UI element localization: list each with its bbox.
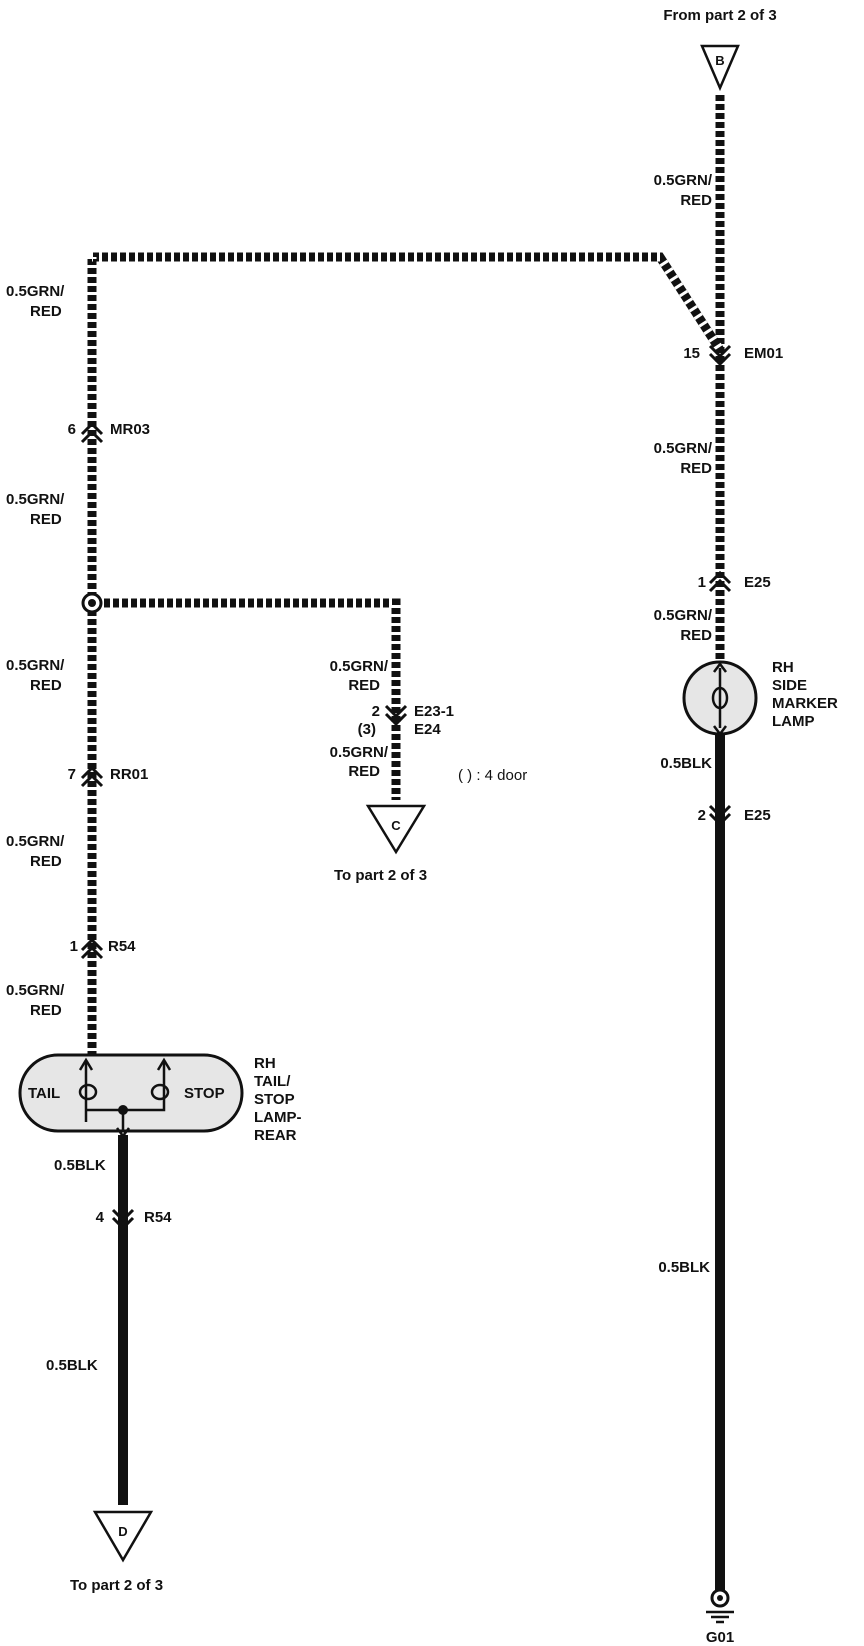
svg-text:RED: RED xyxy=(30,853,62,870)
svg-text:RH: RH xyxy=(254,1055,276,1072)
svg-text:0.5GRN/: 0.5GRN/ xyxy=(6,283,65,300)
svg-text:RED: RED xyxy=(680,627,712,644)
svg-text:STOP: STOP xyxy=(254,1091,295,1108)
ground-g01[interactable]: G01 xyxy=(706,1588,734,1646)
svg-text:(3): (3) xyxy=(358,721,376,738)
svg-text:R54: R54 xyxy=(108,938,136,955)
middle-branch-labels: 0.5GRN/ RED 2 E23-1 (3) E24 0.5GRN/ RED … xyxy=(330,658,528,784)
connector-c-ref[interactable]: C To part 2 of 3 xyxy=(334,804,427,884)
right-wire-labels: 0.5GRN/ RED 15 EM01 0.5GRN/ RED 1 E25 0.… xyxy=(654,172,784,1276)
svg-text:RED: RED xyxy=(348,677,380,694)
connector-b-ref[interactable]: B From part 2 of 3 xyxy=(663,7,777,92)
svg-text:0.5GRN/: 0.5GRN/ xyxy=(6,657,65,674)
svg-text:RED: RED xyxy=(680,192,712,209)
svg-text:2: 2 xyxy=(372,703,380,720)
svg-text:REAR: REAR xyxy=(254,1127,297,1144)
ground-icon xyxy=(706,1610,734,1624)
svg-text:0.5GRN/: 0.5GRN/ xyxy=(6,833,65,850)
svg-text:STOP: STOP xyxy=(184,1085,225,1102)
svg-text:RH: RH xyxy=(772,659,794,676)
from-part-label: From part 2 of 3 xyxy=(663,7,776,24)
connector-chevrons xyxy=(80,344,732,1231)
svg-text:R54: R54 xyxy=(144,1209,172,1226)
blk-wires xyxy=(118,735,725,1590)
svg-text:D: D xyxy=(118,1524,127,1539)
svg-text:G01: G01 xyxy=(706,1629,734,1646)
svg-text:LAMP: LAMP xyxy=(772,713,815,730)
svg-text:RED: RED xyxy=(680,460,712,477)
down-triangle-icon xyxy=(92,1510,154,1563)
svg-text:0.5BLK: 0.5BLK xyxy=(660,755,712,772)
svg-text:0.5GRN/: 0.5GRN/ xyxy=(654,172,713,189)
connector-b-letter: B xyxy=(715,53,724,68)
svg-text:1: 1 xyxy=(70,938,78,955)
svg-text:0.5GRN/: 0.5GRN/ xyxy=(654,440,713,457)
bulb-filament-icon xyxy=(150,1083,170,1101)
svg-text:0.5BLK: 0.5BLK xyxy=(54,1157,106,1174)
svg-text:C: C xyxy=(391,818,401,833)
svg-text:4: 4 xyxy=(96,1209,105,1226)
grn-red-wires xyxy=(87,92,725,1060)
down-triangle-icon xyxy=(700,44,740,92)
svg-text:0.5BLK: 0.5BLK xyxy=(658,1259,710,1276)
svg-text:SIDE: SIDE xyxy=(772,677,807,694)
svg-text:E24: E24 xyxy=(414,721,441,738)
svg-text:LAMP-: LAMP- xyxy=(254,1109,302,1126)
svg-text:TAIL: TAIL xyxy=(28,1085,60,1102)
svg-text:TAIL/: TAIL/ xyxy=(254,1073,291,1090)
svg-text:0.5GRN/: 0.5GRN/ xyxy=(330,658,389,675)
down-triangle-icon xyxy=(365,804,427,855)
svg-text:RED: RED xyxy=(30,677,62,694)
svg-text:0.5BLK: 0.5BLK xyxy=(46,1357,98,1374)
svg-text:RED: RED xyxy=(348,763,380,780)
svg-text:E25: E25 xyxy=(744,807,771,824)
to-part-d-label: To part 2 of 3 xyxy=(70,1577,163,1594)
four-door-note: ( ) : 4 door xyxy=(458,767,527,784)
svg-text:RR01: RR01 xyxy=(110,766,148,783)
svg-text:2: 2 xyxy=(698,807,706,824)
svg-text:0.5GRN/: 0.5GRN/ xyxy=(6,982,65,999)
svg-text:0.5GRN/: 0.5GRN/ xyxy=(330,744,389,761)
svg-text:1: 1 xyxy=(698,574,706,591)
left-wire-labels: 0.5GRN/ RED 6 MR03 0.5GRN/ RED 0.5GRN/ R… xyxy=(6,283,172,1374)
to-part-c-label: To part 2 of 3 xyxy=(334,867,427,884)
bulb-filament-icon xyxy=(78,1083,98,1101)
svg-text:E23-1: E23-1 xyxy=(414,703,454,720)
svg-text:RED: RED xyxy=(30,1002,62,1019)
bulb-filament-icon xyxy=(711,686,729,710)
svg-text:RED: RED xyxy=(30,303,62,320)
svg-text:7: 7 xyxy=(68,766,76,783)
svg-text:6: 6 xyxy=(68,421,76,438)
svg-text:RED: RED xyxy=(30,511,62,528)
svg-text:0.5GRN/: 0.5GRN/ xyxy=(6,491,65,508)
svg-text:0.5GRN/: 0.5GRN/ xyxy=(654,607,713,624)
svg-text:MARKER: MARKER xyxy=(772,695,838,712)
tail-stop-lamp[interactable]: TAIL STOP RH TAIL/ STOP LAMP- REAR xyxy=(18,1053,302,1144)
connector-d-ref[interactable]: D To part 2 of 3 xyxy=(70,1510,163,1594)
svg-text:MR03: MR03 xyxy=(110,421,150,438)
svg-text:EM01: EM01 xyxy=(744,345,783,362)
side-marker-lamp[interactable]: RH SIDE MARKER LAMP xyxy=(682,659,838,737)
svg-text:E25: E25 xyxy=(744,574,771,591)
svg-text:15: 15 xyxy=(683,345,700,362)
